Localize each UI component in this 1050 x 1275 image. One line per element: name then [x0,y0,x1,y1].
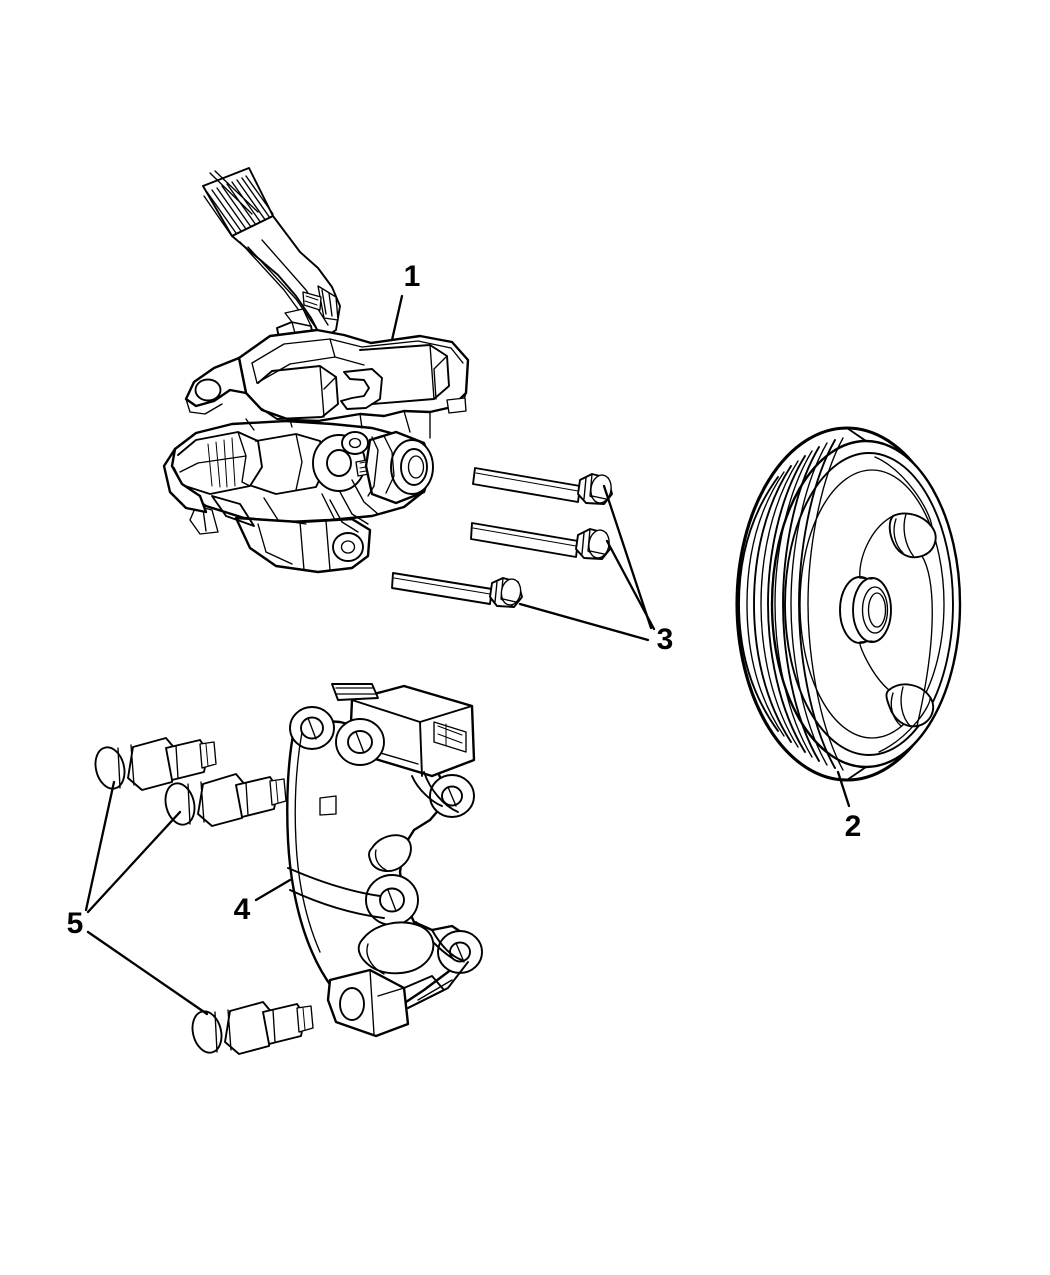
callout-number-4: 4 [234,893,251,926]
callout-5[interactable]: 5 [67,780,209,1016]
pump-filler-neck [202,167,341,340]
mounting-bolt-3 [391,572,523,608]
callout-3[interactable]: 3 [518,484,674,656]
callout-number-5: 5 [67,907,84,940]
bracket-bolt-1 [94,737,217,791]
callout-number-1: 1 [404,260,421,293]
part-pump-pulley[interactable] [735,426,962,782]
part-pump-mounting-bracket[interactable] [286,683,483,1038]
bracket-parting-band [287,867,385,919]
leader-line-1 [390,294,404,342]
leader-line-2 [836,770,851,808]
pump-body-ribs [207,437,236,488]
leader-line-5-3 [86,930,209,1016]
leader-line-5-1 [84,780,116,912]
pump-upper-body [184,328,470,423]
callout-layer: 1 2 3 4 5 [67,260,862,1016]
pulley-hub [839,576,892,644]
part-pump-mounting-bolts[interactable] [391,467,613,608]
callout-number-2: 2 [845,810,862,843]
pump-body-seam [245,410,431,439]
callout-number-3: 3 [657,623,674,656]
mounting-bolt-2 [470,522,611,560]
mounting-bolt-1 [472,467,613,505]
callout-2[interactable]: 2 [836,770,862,843]
bracket-pockets [357,834,435,975]
bracket-bolt-3 [191,1001,314,1055]
leader-line-5-2 [86,810,182,914]
bracket-bolt-2 [164,773,287,827]
bracket-foot [326,968,445,1038]
part-power-steering-pump[interactable] [162,167,470,574]
callout-4[interactable]: 4 [234,878,292,926]
leader-line-3-1 [602,484,653,630]
pump-lower-body [162,419,434,574]
leader-line-4 [254,878,292,902]
part-bracket-mounting-bolts[interactable] [91,737,314,1056]
filler-neck-ribs [203,170,274,236]
bracket-top-cylinder [331,683,379,701]
callout-1[interactable]: 1 [390,260,421,342]
pulley-belt-grooves [738,437,844,771]
pulley-web-contours [859,456,933,753]
leader-line-3-3 [518,602,650,642]
leader-line-3-2 [605,539,656,631]
